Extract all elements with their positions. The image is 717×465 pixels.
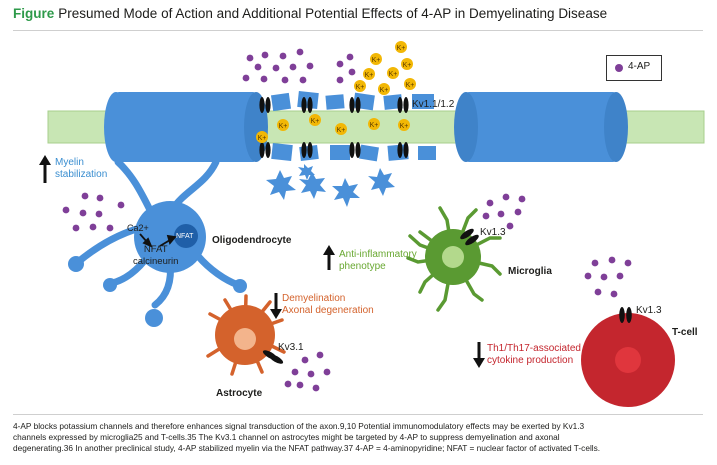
svg-text:K+: K+	[406, 82, 415, 89]
oligodendrocyte-process-tips	[68, 256, 247, 327]
nfat-calcineurin-label: NFAT calcineurin	[133, 244, 178, 268]
cytokine-down-arrow	[473, 342, 485, 368]
cytokine-line1: Th1/Th17-associated	[487, 343, 581, 354]
k-ion: K+	[387, 67, 399, 79]
svg-text:K+: K+	[370, 122, 379, 129]
4ap-molecules-astro	[284, 351, 331, 392]
astrocyte-nucleus	[234, 328, 256, 350]
tcell-channel-label: Kv1.3	[636, 305, 662, 316]
4ap-molecules-microglia	[482, 193, 526, 230]
k-ion: K+	[335, 123, 347, 135]
svg-text:K+: K+	[356, 84, 365, 91]
astrocyte-label: Astrocyte	[216, 388, 263, 399]
svg-text:K+: K+	[403, 62, 412, 69]
myelin-stabilization-up-arrow	[39, 155, 51, 183]
microglia-channel-label: Kv1.3	[480, 227, 506, 238]
caption-line-2: channels expressed by microglia25 and T-…	[13, 432, 560, 442]
svg-text:K+: K+	[400, 123, 409, 130]
mode-of-action-diagram: K+ K+ K+ K+ K+ K+ K+ K+ K+ K+ K+ K+ K+ K…	[39, 41, 705, 407]
k-ion: K+	[404, 78, 416, 90]
calcineurin-label: calcineurin	[133, 256, 179, 267]
microglia-kv13-channel	[460, 228, 479, 246]
legend: 4-AP	[606, 55, 662, 81]
astrocyte-kv31-channel	[262, 350, 284, 364]
myelin-stabilization-label: Myelin stabilization	[55, 157, 107, 181]
axon-channel-label: Kv1.1/1.2	[412, 99, 455, 110]
potassium-ions: K+ K+ K+ K+ K+ K+ K+ K+ K+ K+ K+ K+ K+ K…	[256, 41, 416, 143]
oligodendrocyte-label: Oligodendrocyte	[212, 235, 292, 246]
svg-text:K+: K+	[389, 71, 398, 78]
k-ion: K+	[256, 131, 268, 143]
anti-inflammatory-up-arrow	[323, 245, 335, 270]
svg-text:K+: K+	[397, 45, 406, 52]
k-ion: K+	[378, 83, 390, 95]
demyelination-line2: Axonal degeneration	[282, 305, 374, 316]
cytokine-label: Th1/Th17-associated cytokine production	[487, 343, 581, 367]
myelin-stabilization-line2: stabilization	[55, 169, 108, 180]
astrocyte-channel-label: Kv3.1	[278, 342, 304, 353]
k-channel-axon-2	[301, 97, 313, 158]
anti-inflammatory-label: Anti-inflammatory phenotype	[339, 249, 417, 273]
myelin-stabilization-line1: Myelin	[55, 157, 84, 168]
caption-line-1: 4-AP blocks potassium channels and there…	[13, 421, 585, 431]
oligodendrocyte-nucleus	[174, 224, 198, 248]
nfat-label: NFAT	[143, 244, 168, 255]
k-ion: K+	[363, 68, 375, 80]
axon-potassium-channels	[259, 97, 409, 158]
k-ion: K+	[277, 119, 289, 131]
k-ion: K+	[309, 114, 321, 126]
demyelination-down-arrow	[270, 293, 282, 319]
myelin-sheath-left	[104, 92, 268, 162]
title-divider	[13, 30, 703, 31]
figure-label: Figure	[13, 6, 55, 21]
microglia-nucleus	[442, 246, 464, 268]
svg-text:K+: K+	[337, 127, 346, 134]
microglia-label: Microglia	[508, 266, 552, 277]
anti-inflammatory-line1: Anti-inflammatory	[339, 249, 417, 260]
svg-text:K+: K+	[372, 57, 381, 64]
k-ion: K+	[395, 41, 407, 53]
svg-text:K+: K+	[258, 135, 267, 142]
4ap-molecules-oligo	[62, 192, 125, 232]
damaged-myelin-fragments	[266, 90, 436, 207]
myelin-sheath-right	[454, 92, 628, 162]
4ap-molecules-tcell	[584, 256, 632, 298]
4ap-legend-dot	[615, 64, 623, 72]
cytokine-line2: cytokine production	[487, 355, 574, 366]
legend-label: 4-AP	[628, 61, 651, 72]
k-channel-axon-1	[259, 97, 271, 158]
k-ion: K+	[398, 119, 410, 131]
figure-title-text: Presumed Mode of Action and Additional P…	[58, 6, 608, 21]
nfat-nucleus-label: NFAT	[176, 233, 194, 240]
svg-text:K+: K+	[279, 123, 288, 130]
caption-divider	[13, 414, 703, 415]
k-ion: K+	[401, 58, 413, 70]
k-channel-axon-3	[349, 97, 361, 158]
demyelination-label: Demyelination Axonal degeneration	[282, 293, 374, 317]
tcell-kv13-channel	[619, 307, 632, 323]
tcell-label: T-cell	[672, 327, 698, 338]
caption-line-3: degenerating.36 In another preclinical s…	[13, 443, 601, 453]
k-ion: K+	[370, 53, 382, 65]
k-ion: K+	[368, 118, 380, 130]
4ap-molecules-axon	[242, 48, 356, 84]
svg-text:K+: K+	[365, 72, 374, 79]
calcium-label: Ca2+	[127, 223, 149, 233]
figure-caption: 4-AP blocks potassium channels and there…	[13, 421, 703, 454]
tcell-nucleus	[615, 347, 641, 373]
k-ion: K+	[354, 80, 366, 92]
oligodendrocyte-arrows	[139, 233, 177, 248]
anti-inflammatory-line2: phenotype	[339, 261, 386, 272]
svg-text:K+: K+	[311, 118, 320, 125]
svg-text:K+: K+	[380, 87, 389, 94]
k-channel-axon-4	[397, 97, 409, 158]
demyelination-line1: Demyelination	[282, 293, 346, 304]
